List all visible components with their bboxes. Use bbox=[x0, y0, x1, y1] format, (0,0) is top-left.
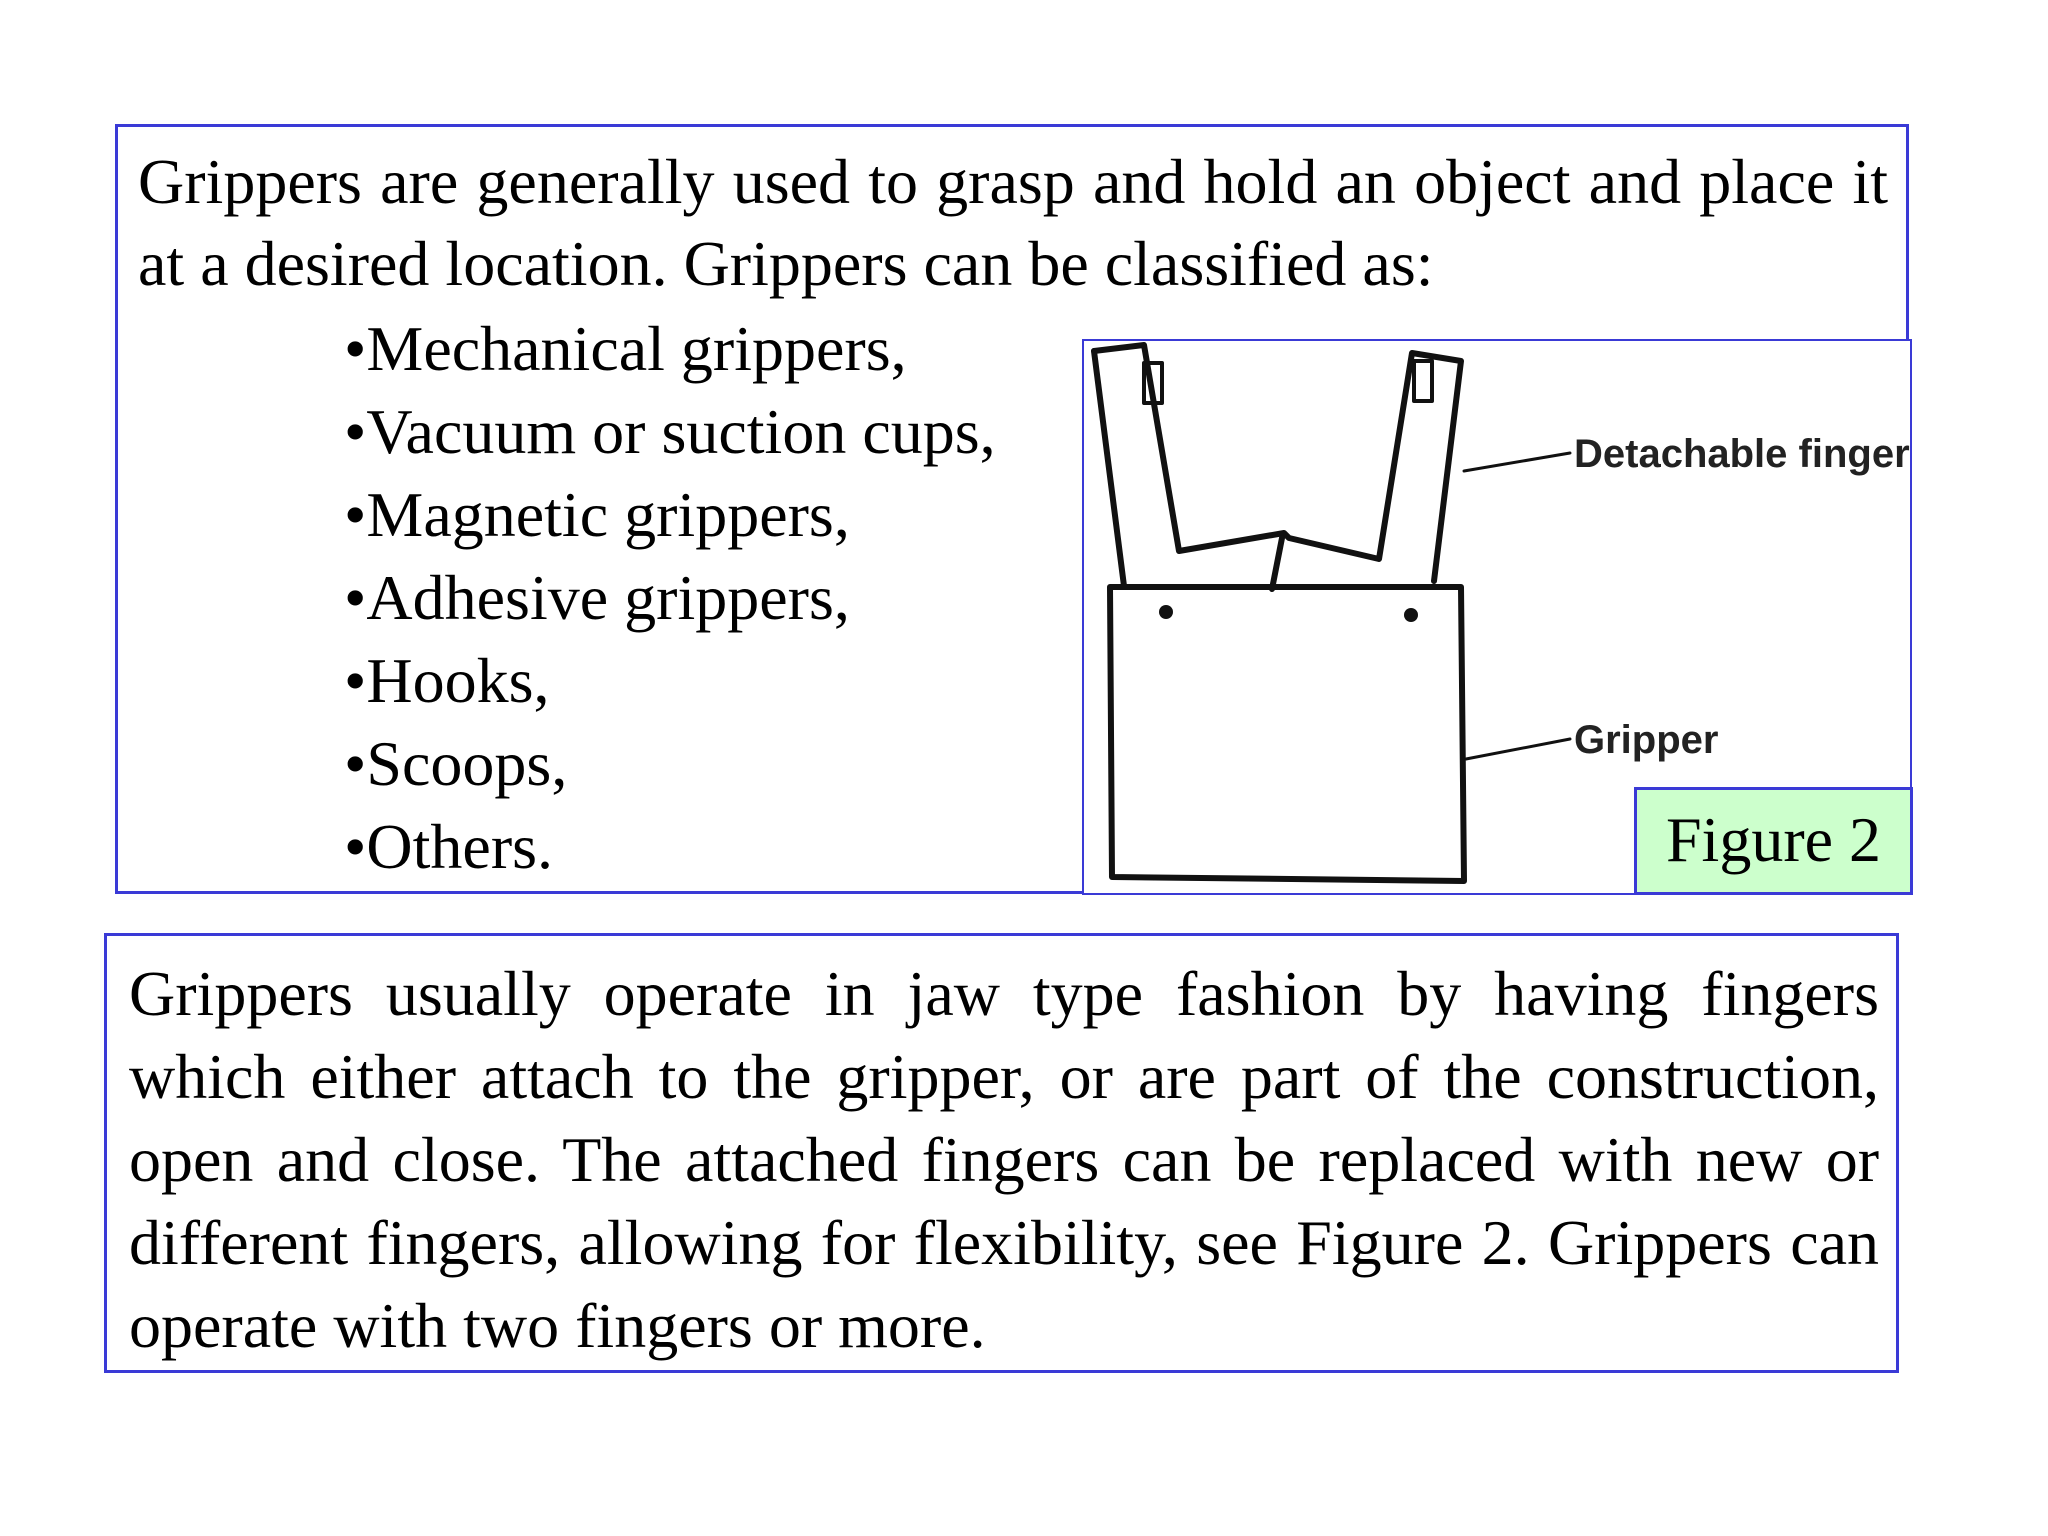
mounting-hole bbox=[1404, 608, 1418, 622]
left-finger-tab bbox=[1142, 361, 1164, 405]
grippers-description-panel: Grippers usually operate in jaw type fas… bbox=[104, 933, 1899, 1373]
mounting-hole bbox=[1159, 605, 1173, 619]
figure-caption: Figure 2 bbox=[1634, 787, 1913, 895]
gripper-types-list: •Mechanical grippers, •Vacuum or suction… bbox=[344, 307, 996, 888]
right-finger-tab bbox=[1412, 359, 1434, 403]
list-item: •Vacuum or suction cups, bbox=[344, 396, 996, 467]
detachable-fingers-label: Detachable fingers bbox=[1574, 432, 1910, 476]
left-finger bbox=[1091, 342, 1464, 584]
description-paragraph: Grippers usually operate in jaw type fas… bbox=[129, 958, 1879, 1361]
list-item: •Others. bbox=[344, 811, 554, 882]
list-item: •Scoops, bbox=[344, 728, 568, 799]
list-item: •Magnetic grippers, bbox=[344, 479, 850, 550]
gripper-diagram: Detachable fingers Gripper bbox=[1091, 342, 1910, 884]
intro-paragraph: Grippers are generally used to grasp and… bbox=[138, 146, 1888, 299]
finger-linkage bbox=[1269, 535, 1285, 592]
list-item: •Hooks, bbox=[344, 645, 550, 716]
gripper-body bbox=[1107, 584, 1467, 884]
list-item: •Adhesive grippers, bbox=[344, 562, 850, 633]
gripper-figure: Detachable fingers Gripper bbox=[1082, 339, 1912, 895]
gripper-label: Gripper bbox=[1574, 718, 1718, 762]
list-item: •Mechanical grippers, bbox=[344, 313, 907, 384]
